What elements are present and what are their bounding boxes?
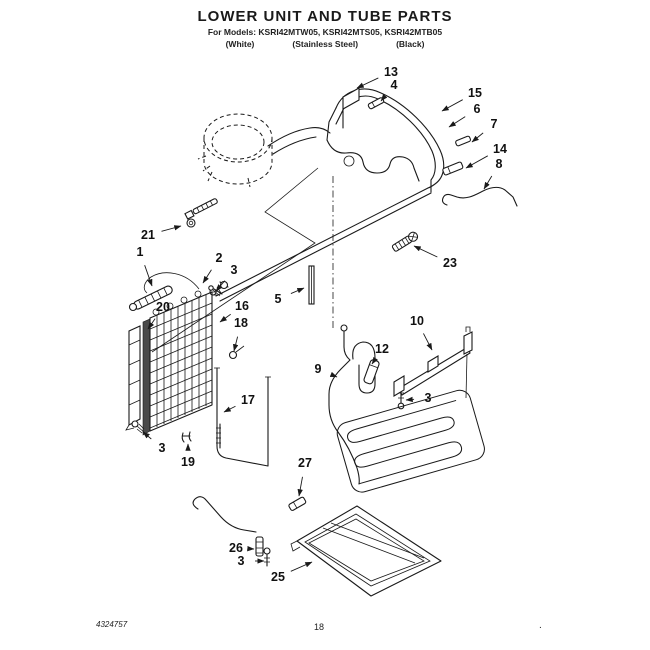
callout-number: 3 [231, 263, 238, 277]
inlet-tube-9 [328, 324, 376, 485]
callout-leader [202, 269, 212, 284]
color-variant-black: (Black) [396, 39, 425, 49]
condenser-assembly [142, 290, 213, 436]
callout-leader [233, 336, 239, 352]
page-title: LOWER UNIT AND TUBE PARTS [197, 8, 453, 25]
callout-leader [215, 280, 226, 292]
clip-19 [181, 431, 192, 443]
callout-number: 27 [298, 456, 312, 470]
callout-leader [144, 265, 153, 287]
callout-number: 25 [271, 570, 285, 584]
heat-exchanger-tube-pair [215, 187, 432, 302]
callout-number: 13 [384, 65, 398, 79]
color-variant-stainless: (Stainless Steel) [292, 39, 359, 49]
callout-leader [371, 356, 378, 365]
callout-number: 19 [181, 455, 195, 469]
callout-leader [471, 132, 484, 143]
color-variants: (White) (Stainless Steel) (Black) [0, 39, 650, 49]
mounting-bracket-10 [393, 326, 473, 399]
side-panel-20 [125, 325, 141, 431]
screw-3-left [131, 420, 146, 434]
callout-leader [380, 94, 388, 102]
serpentine-coil [336, 389, 485, 493]
drain-tube-frame-17 [214, 367, 271, 467]
callout-leader [223, 405, 236, 413]
callout-number: 12 [375, 342, 389, 356]
callout-number: 3 [238, 554, 245, 568]
callout-leader [413, 245, 438, 258]
drain-pan-25 [290, 505, 442, 597]
callout-number: 1 [137, 245, 144, 259]
callout-number: 3 [159, 441, 166, 455]
callout-number: 14 [493, 142, 507, 156]
drain-extension-27 [288, 496, 307, 511]
bent-wire-8 [441, 186, 518, 207]
callout-leader [465, 155, 488, 169]
callout-leader [142, 431, 152, 440]
callout-leader [290, 561, 313, 572]
cabinet-outline [151, 167, 334, 353]
callout-number: 23 [443, 256, 457, 270]
tube-loop-assembly [326, 87, 445, 193]
callout-leader [441, 99, 463, 112]
callout-number: 15 [468, 86, 482, 100]
callout-leader [483, 175, 493, 190]
callout-leader [356, 77, 379, 89]
compressor [197, 113, 273, 188]
callout-number: 26 [229, 541, 243, 555]
callout-leader [423, 333, 433, 351]
callout-number: 21 [141, 228, 155, 242]
callout-number: 18 [234, 316, 248, 330]
callout-number: 20 [156, 300, 170, 314]
screw-3-bottom [263, 547, 271, 567]
process-tube-1 [128, 272, 200, 312]
callout-leader [297, 476, 303, 497]
title-block: LOWER UNIT AND TUBE PARTS For Models: KS… [0, 8, 650, 49]
models-line: For Models: KSRI42MTW05, KSRI42MTS05, KS… [207, 27, 443, 37]
callout-leader [147, 318, 156, 330]
callout-number: 4 [391, 78, 398, 92]
callout-leader [405, 396, 415, 403]
tube-clamp-4 [367, 97, 385, 110]
callout-number: 8 [496, 157, 503, 171]
callout-leader [448, 116, 466, 128]
tube-sleeve-14 [442, 161, 464, 176]
callout-number: 2 [216, 251, 223, 265]
callout-leader [329, 371, 338, 378]
callout-leader [219, 313, 231, 323]
callout-number: 9 [315, 362, 322, 376]
compressor-tubes [267, 127, 331, 155]
callout-number: 10 [410, 314, 424, 328]
callout-number: 17 [241, 393, 255, 407]
callout-leader [290, 287, 305, 294]
spacer-bar-5 [308, 265, 315, 305]
capillary-tube [326, 139, 420, 182]
clamp-18 [228, 345, 245, 360]
drier-12 [363, 359, 380, 385]
mounting-bolt-grommet [184, 198, 218, 228]
ribbed-stud-23 [391, 231, 419, 252]
callout-number: 7 [491, 117, 498, 131]
callout-number: 16 [235, 299, 249, 313]
callout-number: 5 [275, 292, 282, 306]
tube-clamp-7 [455, 135, 471, 147]
drain-wire-26 [192, 496, 264, 557]
callout-leader [161, 225, 182, 232]
color-variant-white: (White) [225, 39, 255, 49]
callout-number: 3 [425, 391, 432, 405]
callout-number: 6 [474, 102, 481, 116]
